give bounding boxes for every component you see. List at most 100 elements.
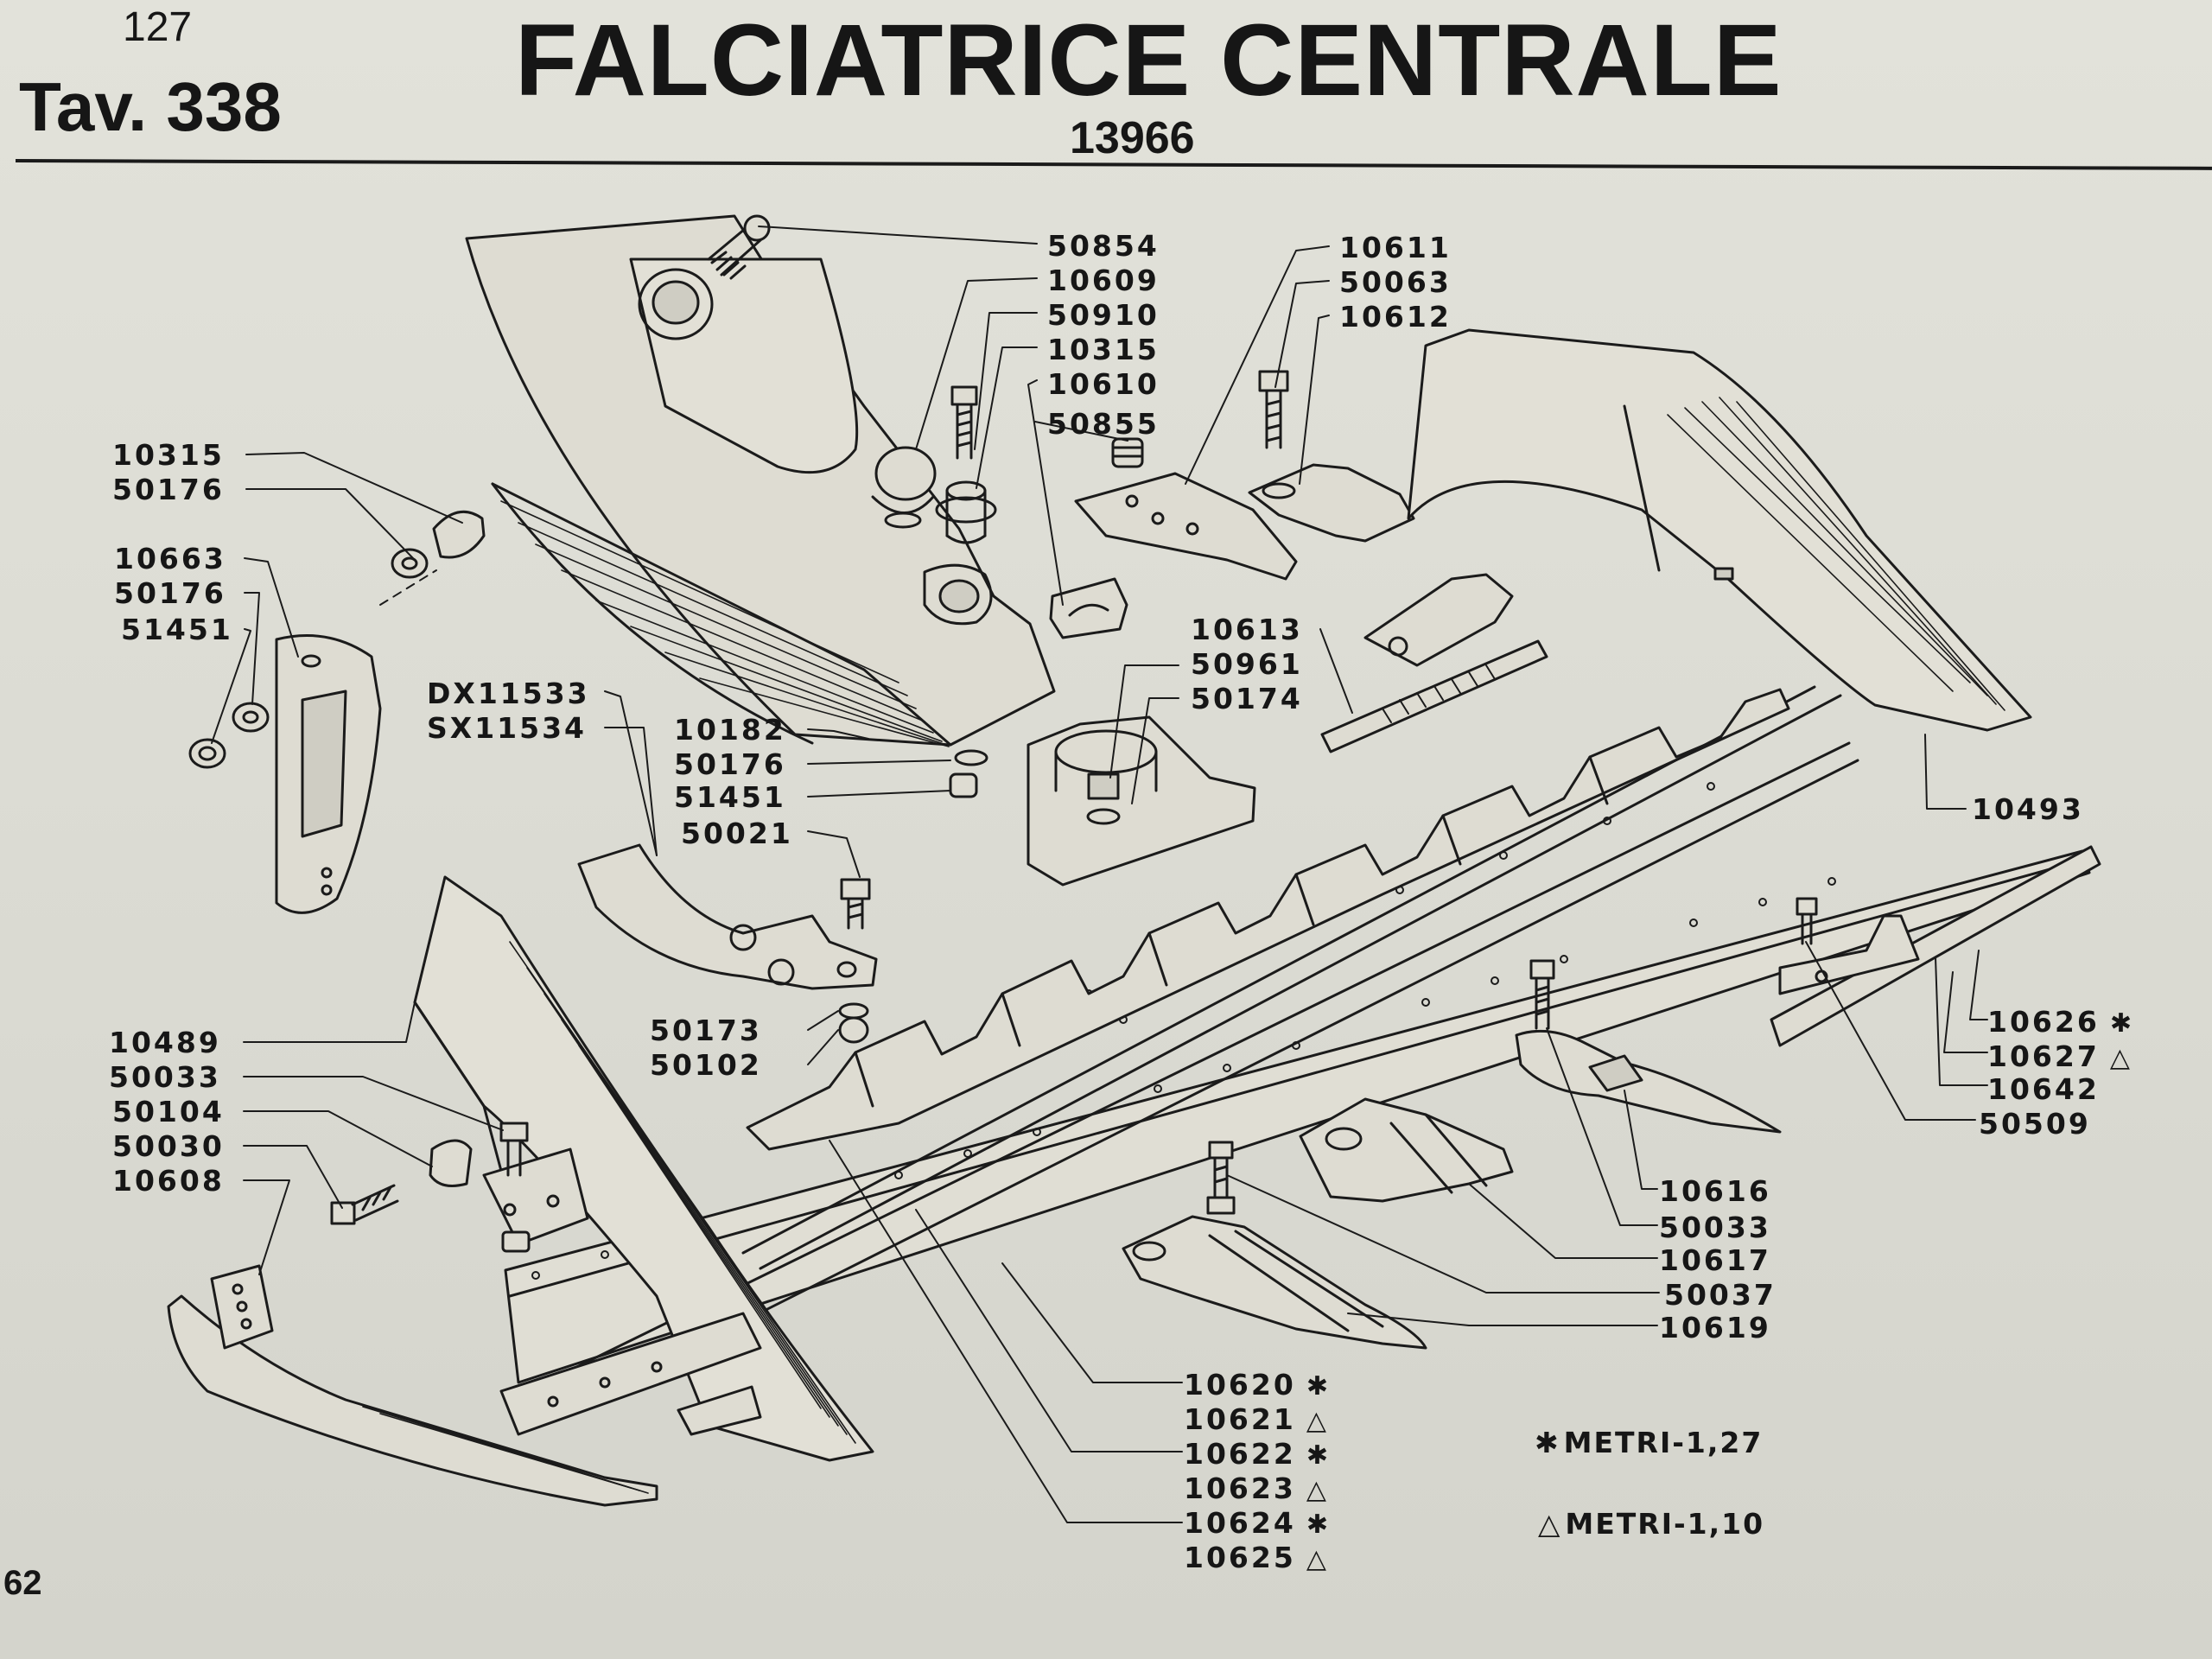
label-10493: 10493 — [1972, 792, 2084, 826]
triangle-marker: △ — [1306, 1406, 1326, 1436]
label-10626-code: 10626 — [1987, 1005, 2100, 1039]
label-10608: 10608 — [112, 1164, 225, 1198]
legend-triangle: △METRI-1,10 — [1538, 1507, 1764, 1541]
label-10623-code: 10623 — [1184, 1471, 1296, 1505]
label-10623: 10623 △ — [1184, 1474, 1326, 1503]
bush-10315-left — [432, 510, 486, 559]
assembly-code: 13966 — [1070, 113, 1195, 163]
finger-10617 — [1299, 1097, 1514, 1203]
label-50104: 50104 — [112, 1095, 225, 1128]
label-10315-left: 10315 — [112, 438, 225, 472]
asterisk-marker: ✱ — [1535, 1426, 1560, 1459]
washer-50176 — [232, 548, 429, 733]
label-50037: 50037 — [1664, 1278, 1777, 1312]
asterisk-marker: ✱ — [2109, 1008, 2132, 1039]
bolt-50033-right — [1529, 959, 1555, 1030]
bolt-50033-left — [499, 1122, 529, 1177]
knife-sections — [746, 688, 1790, 1151]
end-plate-10626 — [1770, 845, 2101, 1047]
label-50030: 50030 — [112, 1129, 225, 1163]
spacer-50104 — [429, 1139, 473, 1187]
bolt-50509 — [1796, 897, 1818, 945]
label-10624-code: 10624 — [1184, 1506, 1296, 1540]
label-10663: 10663 — [114, 542, 226, 575]
label-10620-code: 10620 — [1184, 1368, 1296, 1402]
finger-10616 — [1515, 1029, 1782, 1134]
triangle-marker: △ — [1306, 1475, 1326, 1505]
label-10642: 10642 — [1987, 1072, 2100, 1106]
legend-triangle-text: METRI-1,10 — [1565, 1507, 1765, 1541]
label-50176-left: 50176 — [112, 473, 225, 506]
bolt-50910 — [950, 385, 978, 460]
washer-50173 — [838, 1002, 869, 1020]
clamp-10612 — [1248, 463, 1415, 543]
saddle-10610 — [1049, 577, 1128, 639]
label-10622: 10622 ✱ — [1184, 1440, 1328, 1469]
left-divider-10489 — [413, 875, 874, 1462]
bush-10315 — [935, 480, 997, 544]
asterisk-marker: ✱ — [1306, 1371, 1328, 1402]
grub-screw-50855 — [1111, 437, 1144, 468]
leader-lines — [211, 226, 1988, 1523]
label-50102: 50102 — [650, 1048, 762, 1082]
label-50509: 50509 — [1979, 1107, 2091, 1141]
page-number: 127 — [123, 4, 193, 50]
label-10611: 10611 — [1339, 231, 1452, 264]
label-10612: 10612 — [1339, 300, 1452, 334]
label-10609: 10609 — [1047, 264, 1160, 297]
nut-50102 — [838, 1016, 869, 1044]
label-51451-center: 51451 — [674, 780, 786, 814]
label-50854: 50854 — [1047, 229, 1160, 263]
shoe-dx-sx — [577, 843, 878, 990]
label-10626: 10626 ✱ — [1987, 1007, 2132, 1037]
label-10610: 10610 — [1047, 367, 1160, 401]
label-50174: 50174 — [1191, 682, 1303, 715]
right-divider-10493 — [1407, 328, 2032, 732]
label-10627: 10627△ — [1987, 1042, 2130, 1071]
label-10622-code: 10622 — [1184, 1437, 1296, 1471]
label-10613: 10613 — [1191, 613, 1303, 646]
label-50176-center: 50176 — [674, 747, 786, 781]
label-10182: 10182 — [674, 713, 786, 747]
label-10621-code: 10621 — [1184, 1402, 1296, 1436]
asterisk-marker: ✱ — [1306, 1510, 1328, 1540]
asterisk-marker: ✱ — [1306, 1440, 1328, 1471]
label-50021: 50021 — [681, 817, 793, 850]
legend-asterisk-text: METRI-1,27 — [1563, 1426, 1764, 1459]
nut-50961 — [1086, 772, 1121, 825]
label-10315: 10315 — [1047, 333, 1160, 366]
label-10625-code: 10625 — [1184, 1541, 1296, 1574]
label-dx11533: DX11533 — [427, 677, 590, 710]
label-10625: 10625 △ — [1184, 1543, 1326, 1573]
label-10617: 10617 — [1659, 1243, 1771, 1277]
washer-50176-center — [949, 749, 988, 798]
bolt-50854 — [707, 214, 771, 280]
knob-10609 — [871, 446, 937, 529]
label-50033-right: 50033 — [1659, 1211, 1771, 1244]
bolt-50063 — [1258, 370, 1289, 449]
bolt-50021 — [840, 878, 871, 930]
end-shoe-10608 — [167, 1264, 658, 1507]
label-50961: 50961 — [1191, 647, 1303, 681]
label-10619: 10619 — [1659, 1311, 1771, 1344]
label-10620: 10620 ✱ — [1184, 1370, 1328, 1400]
footer-page-number: 62 — [3, 1564, 42, 1602]
triangle-marker: △ — [1306, 1544, 1326, 1574]
side-plate-10663 — [275, 634, 382, 914]
label-10621: 10621 △ — [1184, 1405, 1326, 1434]
page-title: FALCIATRICE CENTRALE — [515, 3, 1783, 118]
label-50910: 50910 — [1047, 298, 1160, 332]
label-50176-plate: 50176 — [114, 576, 226, 610]
knife-head-10613 — [1320, 573, 1548, 753]
label-10624: 10624 ✱ — [1184, 1509, 1328, 1538]
label-10489: 10489 — [109, 1026, 221, 1059]
bar-plate — [499, 1312, 762, 1436]
label-50173: 50173 — [650, 1014, 762, 1047]
gearbox-housing — [1027, 715, 1256, 887]
label-50063: 50063 — [1339, 265, 1452, 299]
central-housing-10182 — [465, 214, 1056, 747]
label-10616: 10616 — [1659, 1174, 1771, 1208]
bolt-50030 — [330, 1184, 399, 1225]
